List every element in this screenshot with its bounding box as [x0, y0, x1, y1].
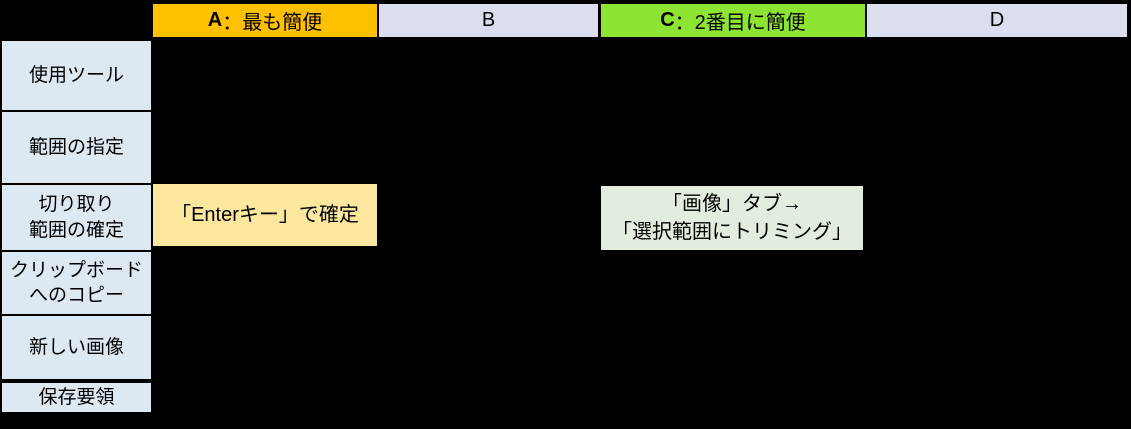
column-header-a-letter: A — [207, 9, 223, 31]
column-header-c-letter: C — [660, 9, 675, 31]
cell-enter-key-confirm: 「Enterキー」で確定 — [153, 184, 377, 246]
column-header-d: D — [867, 4, 1127, 37]
column-header-d-letter: D — [989, 9, 1005, 31]
row-header-used-tool: 使用ツール — [2, 41, 151, 110]
column-header-a-suffix: ：最も簡便 — [222, 12, 323, 34]
row-header-new-image: 新しい画像 — [2, 316, 151, 379]
column-header-b-letter: B — [481, 9, 496, 31]
row-header-clipboard-copy: クリップボード へのコピー — [2, 252, 151, 314]
cell-image-tab-trimming: 「画像」タブ→ 「選択範囲にトリミング」 — [601, 186, 863, 250]
row-header-crop-confirm: 切り取り 範囲の確定 — [2, 185, 151, 250]
column-header-a: A：最も簡便 — [153, 4, 377, 37]
column-header-c: C：2番目に簡便 — [601, 4, 865, 37]
row-header-save-procedure: 保存要領 — [2, 383, 151, 412]
column-header-b: B — [379, 4, 598, 37]
row-header-range-selection: 範囲の指定 — [2, 112, 151, 183]
column-header-c-suffix: ：2番目に簡便 — [674, 12, 806, 34]
